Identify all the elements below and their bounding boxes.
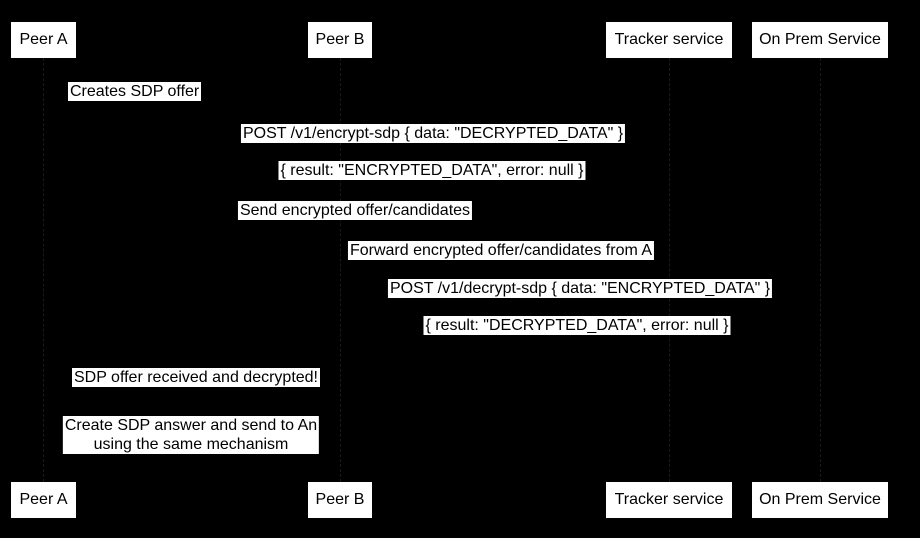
message-arrow-decrypt-result [340, 343, 820, 344]
note-creates-sdp-offer: Creates SDP offer [68, 82, 202, 101]
arrowhead-icon [340, 338, 349, 348]
actor-on-prem-service-top: On Prem Service [752, 22, 888, 58]
arrowhead-icon [660, 223, 669, 233]
message-arrow-send-encrypted [43, 228, 669, 229]
message-arrow-forward-encrypted [340, 267, 669, 268]
arrowhead-icon [340, 262, 349, 272]
actor-tracker-service-bottom: Tracker service [606, 482, 732, 518]
lifeline-peer-a [43, 58, 44, 482]
lifeline-on-prem-service [820, 58, 821, 482]
actor-peer-b-bottom: Peer B [308, 482, 372, 518]
actor-label: Peer A [19, 491, 68, 508]
actor-label: Peer B [315, 491, 365, 508]
actor-tracker-service-top: Tracker service [606, 22, 732, 58]
actor-on-prem-service-bottom: On Prem Service [752, 482, 888, 518]
message-label-decrypt-sdp: POST /v1/decrypt-sdp { data: "ENCRYPTED_… [387, 279, 773, 298]
arrowhead-icon [43, 183, 52, 193]
message-label-encrypt-sdp: POST /v1/encrypt-sdp { data: "DECRYPTED_… [240, 124, 626, 143]
message-arrow-decrypt-sdp [340, 306, 820, 307]
note-create-sdp-answer: Create SDP answer and send to An using t… [62, 416, 320, 454]
actor-label: On Prem Service [759, 31, 881, 48]
note-line: Create SDP answer and send to An [64, 417, 318, 434]
message-label-forward-encrypted: Forward encrypted offer/candidates from … [347, 241, 655, 260]
message-label-send-encrypted: Send encrypted offer/candidates [237, 201, 473, 220]
message-arrow-encrypt-sdp [43, 151, 820, 152]
message-arrow-encrypt-result [43, 188, 820, 189]
actor-label: On Prem Service [759, 491, 881, 508]
actor-label: Peer A [19, 31, 68, 48]
actor-peer-a-top: Peer A [11, 22, 76, 58]
message-label-encrypt-result: { result: "ENCRYPTED_DATA", error: null … [278, 161, 586, 180]
actor-peer-b-top: Peer B [308, 22, 372, 58]
message-label-decrypt-result: { result: "DECRYPTED_DATA", error: null … [423, 316, 731, 335]
arrowhead-icon [811, 301, 820, 311]
actor-peer-a-bottom: Peer A [11, 482, 76, 518]
note-sdp-offer-received: SDP offer received and decrypted! [72, 368, 320, 387]
actor-label: Tracker service [614, 31, 724, 48]
lifeline-tracker-service [669, 58, 670, 482]
arrowhead-icon [811, 146, 820, 156]
note-line: using the same mechanism [93, 436, 289, 453]
actor-label: Peer B [315, 31, 365, 48]
actor-label: Tracker service [614, 491, 724, 508]
